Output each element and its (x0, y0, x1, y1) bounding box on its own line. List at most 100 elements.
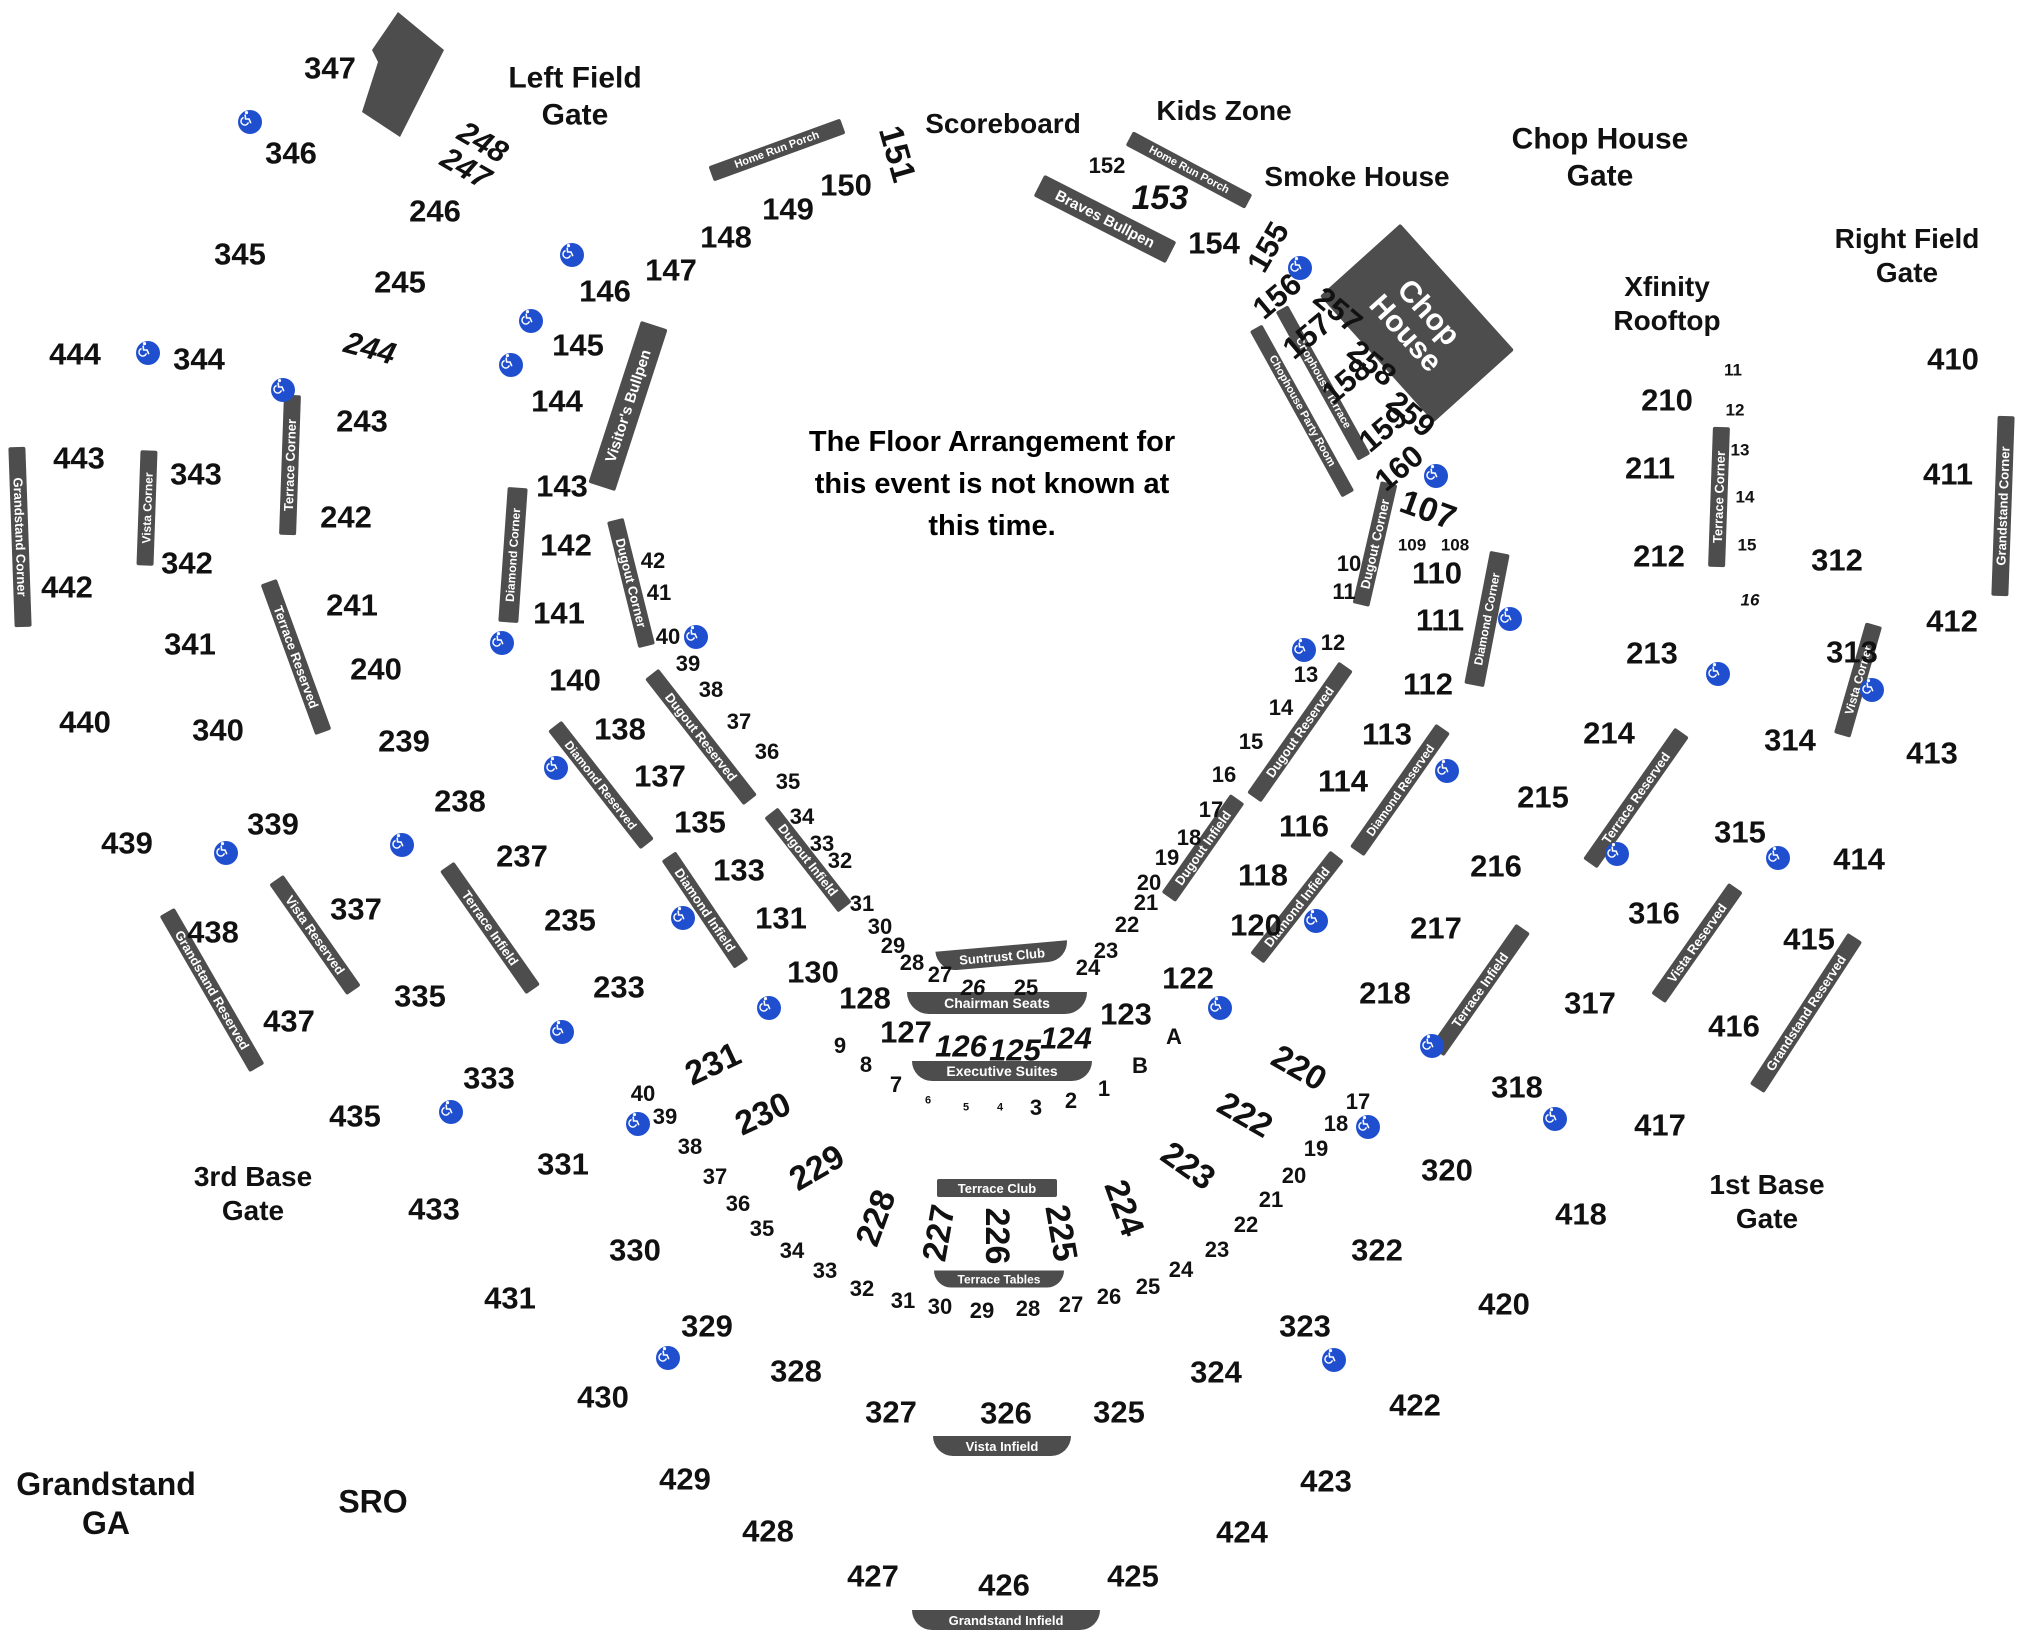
section-13[interactable]: 13 (1293, 662, 1319, 687)
section-39[interactable]: 39 (675, 651, 701, 676)
section-B[interactable]: B (1132, 1053, 1148, 1078)
zone-chairman-seats[interactable]: Chairman Seats (907, 992, 1087, 1014)
section-110[interactable]: 110 (1411, 555, 1463, 591)
section-440[interactable]: 440 (59, 704, 111, 740)
section-323[interactable]: 323 (1279, 1308, 1331, 1344)
section-143[interactable]: 143 (536, 468, 588, 504)
section-29[interactable]: 29 (969, 1298, 995, 1323)
section-322[interactable]: 322 (1351, 1232, 1403, 1268)
section-2[interactable]: 2 (1064, 1088, 1078, 1113)
section-435[interactable]: 435 (329, 1098, 381, 1134)
section-38[interactable]: 38 (677, 1134, 703, 1159)
section-31[interactable]: 31 (890, 1288, 916, 1313)
section-325[interactable]: 325 (1093, 1394, 1145, 1430)
section-36[interactable]: 36 (754, 739, 780, 764)
zone-terrace-tables[interactable]: Terrace Tables (934, 1270, 1064, 1288)
section-418[interactable]: 418 (1555, 1196, 1607, 1232)
section-318[interactable]: 318 (1491, 1069, 1543, 1105)
section-36[interactable]: 36 (725, 1191, 751, 1216)
section-41[interactable]: 41 (646, 580, 672, 605)
section-126[interactable]: 126 (935, 1028, 987, 1064)
section-235[interactable]: 235 (544, 902, 596, 938)
section-27[interactable]: 27 (1058, 1292, 1084, 1317)
section-347[interactable]: 347 (304, 50, 356, 86)
section-144[interactable]: 144 (531, 383, 583, 419)
section-19[interactable]: 19 (1303, 1136, 1329, 1161)
section-12[interactable]: 12 (1320, 630, 1346, 655)
section-1[interactable]: 1 (1097, 1076, 1111, 1101)
section-241[interactable]: 241 (326, 587, 378, 623)
section-7[interactable]: 7 (889, 1072, 903, 1097)
section-108[interactable]: 108 (1440, 535, 1470, 555)
section-210[interactable]: 210 (1641, 382, 1693, 418)
section-343[interactable]: 343 (170, 456, 222, 492)
section-315[interactable]: 315 (1714, 814, 1766, 850)
zone-terrace-club[interactable]: Terrace Club (937, 1179, 1057, 1197)
section-33[interactable]: 33 (812, 1258, 838, 1283)
section-237[interactable]: 237 (496, 838, 548, 874)
section-4[interactable]: 4 (996, 1101, 1004, 1114)
section-344[interactable]: 344 (173, 341, 225, 377)
section-130[interactable]: 130 (787, 954, 839, 990)
section-12[interactable]: 12 (1725, 400, 1745, 420)
section-239[interactable]: 239 (378, 723, 430, 759)
section-21[interactable]: 21 (1133, 890, 1159, 915)
section-227[interactable]: 227 (915, 1201, 963, 1265)
section-412[interactable]: 412 (1926, 603, 1978, 639)
section-146[interactable]: 146 (579, 273, 631, 309)
section-425[interactable]: 425 (1107, 1558, 1159, 1594)
section-312[interactable]: 312 (1811, 542, 1863, 578)
section-329[interactable]: 329 (681, 1308, 733, 1344)
section-138[interactable]: 138 (594, 711, 646, 747)
section-442[interactable]: 442 (41, 569, 93, 605)
section-34[interactable]: 34 (789, 804, 815, 829)
section-28[interactable]: 28 (899, 950, 925, 975)
section-330[interactable]: 330 (609, 1232, 661, 1268)
section-40[interactable]: 40 (655, 624, 681, 649)
section-443[interactable]: 443 (53, 440, 105, 476)
section-345[interactable]: 345 (214, 236, 266, 272)
section-116[interactable]: 116 (1278, 808, 1330, 844)
section-317[interactable]: 317 (1564, 985, 1616, 1021)
section-31[interactable]: 31 (849, 891, 875, 916)
section-437[interactable]: 437 (263, 1003, 315, 1039)
section-123[interactable]: 123 (1100, 996, 1152, 1032)
section-341[interactable]: 341 (164, 626, 216, 662)
section-30[interactable]: 30 (927, 1294, 953, 1319)
section-30[interactable]: 30 (867, 914, 893, 939)
section-3[interactable]: 3 (1029, 1095, 1043, 1120)
section-23[interactable]: 23 (1093, 938, 1119, 963)
section-424[interactable]: 424 (1216, 1514, 1268, 1550)
section-212[interactable]: 212 (1633, 538, 1685, 574)
section-20[interactable]: 20 (1281, 1163, 1307, 1188)
section-22[interactable]: 22 (1233, 1212, 1259, 1237)
section-37[interactable]: 37 (702, 1164, 728, 1189)
section-25[interactable]: 25 (1135, 1274, 1161, 1299)
section-213[interactable]: 213 (1626, 635, 1678, 671)
section-238[interactable]: 238 (434, 783, 486, 819)
section-6[interactable]: 6 (924, 1094, 932, 1107)
section-35[interactable]: 35 (749, 1216, 775, 1241)
section-429[interactable]: 429 (659, 1461, 711, 1497)
section-413[interactable]: 413 (1906, 735, 1958, 771)
section-314[interactable]: 314 (1764, 722, 1816, 758)
section-444[interactable]: 444 (49, 336, 101, 372)
section-17[interactable]: 17 (1198, 797, 1224, 822)
section-38[interactable]: 38 (698, 677, 724, 702)
section-114[interactable]: 114 (1317, 763, 1369, 799)
section-5[interactable]: 5 (962, 1101, 970, 1114)
section-23[interactable]: 23 (1204, 1237, 1230, 1262)
section-9[interactable]: 9 (833, 1033, 847, 1058)
section-118[interactable]: 118 (1237, 857, 1289, 893)
zone-grandstand-infield[interactable]: Grandstand Infield (912, 1610, 1100, 1630)
section-428[interactable]: 428 (742, 1513, 794, 1549)
section-313[interactable]: 313 (1826, 634, 1878, 670)
section-42[interactable]: 42 (640, 548, 666, 573)
section-422[interactable]: 422 (1389, 1387, 1441, 1423)
section-112[interactable]: 112 (1402, 666, 1454, 702)
section-142[interactable]: 142 (540, 527, 592, 563)
section-426[interactable]: 426 (978, 1567, 1030, 1603)
section-335[interactable]: 335 (394, 978, 446, 1014)
section-240[interactable]: 240 (350, 651, 402, 687)
section-225[interactable]: 225 (1037, 1201, 1085, 1265)
